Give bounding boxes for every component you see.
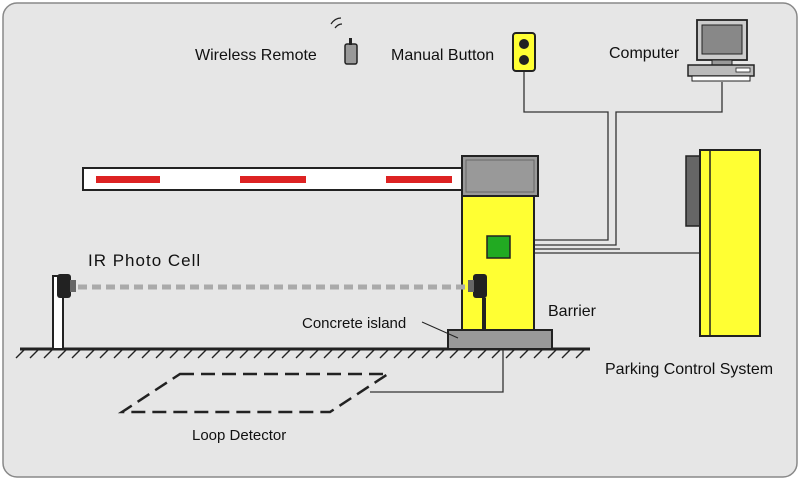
wireless-remote-icon [330, 17, 358, 65]
concrete-island-label: Concrete island [302, 315, 406, 332]
boom-stripe [386, 176, 452, 183]
controller-board [486, 235, 511, 259]
computer-label: Computer [609, 45, 680, 62]
ground-hatch [15, 349, 585, 359]
manual-button-label: Manual Button [391, 47, 494, 64]
barrier-cabinet [447, 155, 553, 350]
photo-cell-receiver [468, 274, 487, 330]
manual-button-icon [512, 32, 536, 72]
boom-stripe [96, 176, 160, 183]
wireless-remote-label: Wireless Remote [195, 47, 317, 64]
loop-detector-label: Loop Detector [192, 427, 286, 444]
wire-computer-1 [510, 82, 723, 246]
parking-control-cabinet [685, 149, 761, 337]
parking-control-system-label: Parking Control System [605, 361, 773, 378]
barrier-label: Barrier [548, 303, 597, 320]
concrete-island-pointer [421, 321, 459, 339]
wire-manual-button [510, 72, 609, 241]
barrier-boom [82, 167, 521, 191]
computer-icon [687, 19, 755, 82]
photo-cell-transmitter [52, 274, 76, 350]
ir-photo-cell-label: IR Photo Cell [88, 251, 201, 270]
boom-stripe [240, 176, 306, 183]
loop-detector-outline [117, 372, 393, 414]
